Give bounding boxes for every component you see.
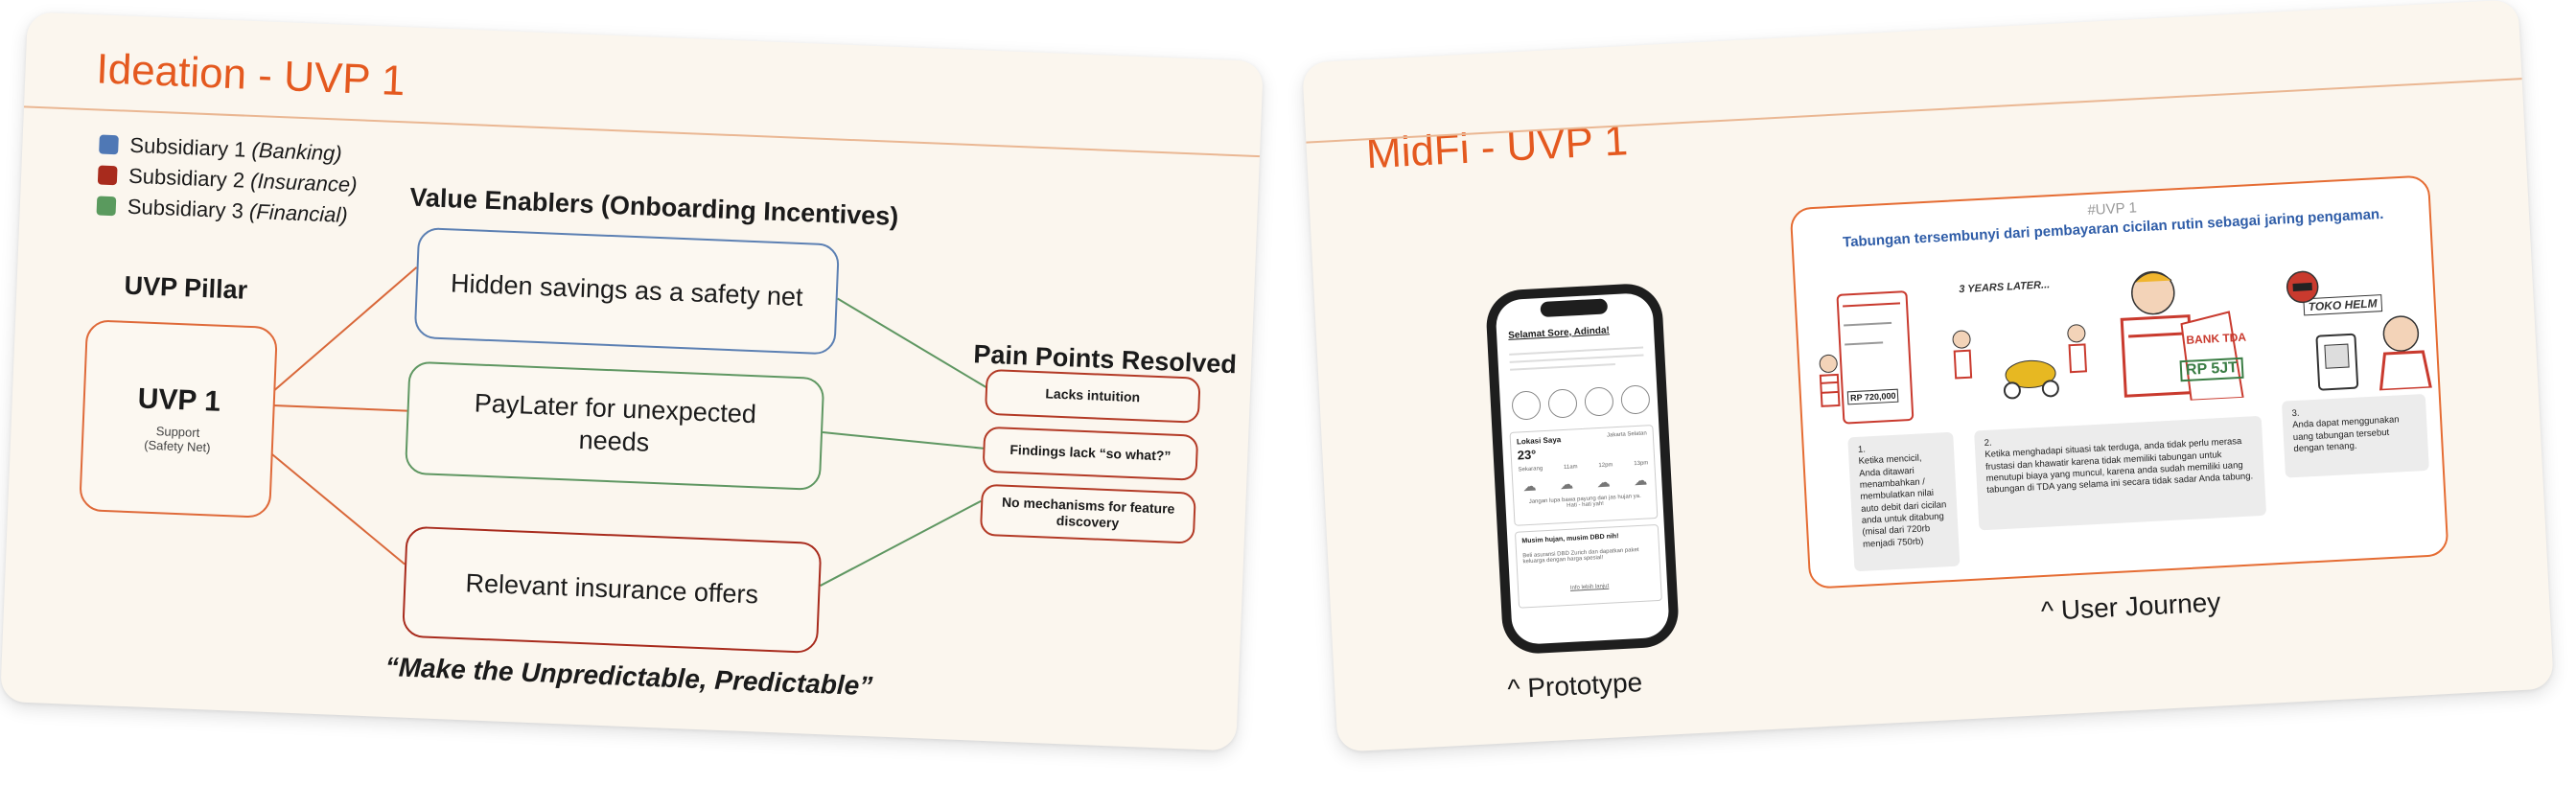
journey-step-2: 2. Ketika menghadapi situasi tak terduga… [1974,415,2267,531]
sketch-accident-scene [1952,324,2088,400]
enabler-label: Hidden savings as a safety net [450,268,804,312]
journey-step-1: 1. Ketika mencicil, Anda ditawari menamb… [1847,431,1961,572]
journey-step-text: Ketika mencicil, Anda ditawari menambahk… [1858,452,1947,550]
weather-location-label: Lokasi Saya [1516,435,1562,447]
phone-placeholder-line [1509,346,1644,356]
phone-notch [1540,298,1609,318]
connector-lines [270,266,988,587]
enabler-label: PayLater for unexpected needs [474,388,757,457]
weather-temperature: 23° [1517,447,1537,463]
sketch-stroke [1845,341,1884,346]
phone-greeting: Selamat Sore, Adinda! [1507,325,1611,341]
prototype-phone: Selamat Sore, Adinda! Lokasi Saya Jakart… [1484,282,1681,656]
weather-hour: 12pm [1598,462,1613,470]
quick-action-circle[interactable] [1584,386,1614,417]
sketch-phone-installment: RP 720,000 [1836,290,1915,425]
weather-hour: 11am [1563,464,1578,472]
weather-icons: ☁ ☁ ☁ ☁ [1522,472,1648,495]
sketch-caption: 3 YEARS LATER... [1959,279,2051,296]
phone-placeholder-line [1510,363,1615,371]
rain-cloud-icon: ☁ [1522,477,1537,495]
pain-point-so-what: Findings lack “so what?” [982,426,1199,481]
journey-step-3: 3. Anda dapat menggunakan uang tabungan … [2281,393,2429,478]
sketch-person-1 [1819,354,1841,407]
midfi-divider [1306,78,2522,144]
pain-point-feature-discovery: No mechanisms for feature discovery [979,483,1196,544]
weather-widget: Lokasi Saya Jakarta Selatan 23° Sekarang… [1509,425,1659,526]
weather-hour: 13pm [1634,460,1649,468]
midfi-card: MidFi - UVP 1 Selamat Sore, Adinda! Loka… [1302,0,2554,752]
uvp-pillar-sub2: (Safety Net) [143,437,211,455]
weather-hour: Sekarang [1518,466,1543,473]
promo-body: Beli asuransi DBD Zurich dan dapatkan pa… [1522,547,1639,566]
enabler-label: Relevant insurance offers [464,568,759,610]
prototype-caption: ^ Prototype [1506,667,1643,704]
journey-step-text: Anda dapat menggunakan uang tabungan ter… [2291,414,2400,455]
user-journey-caption: ^ User Journey [2040,587,2222,627]
sketch-helmet-shop [2286,270,2433,392]
connector-insurance-pain [820,499,982,587]
phone-placeholder-line [1509,354,1644,363]
rain-cloud-icon: ☁ [1559,475,1574,493]
connector-paylater-pain [822,431,984,450]
promo-title: Musim hujan, musim DBD nih! [1521,533,1619,545]
weather-note: Jangan lupa bawa payung dan jas hujan ya… [1528,493,1641,509]
sketch-price: RP 720,000 [1846,388,1899,405]
connector-pillar-savings [272,266,418,392]
promo-card[interactable]: Musim hujan, musim DBD nih! Beli asurans… [1514,523,1662,609]
sketch-bank-scene [2120,270,2244,402]
connector-pillar-insurance [270,452,406,566]
enabler-insurance: Relevant insurance offers [402,525,823,655]
promo-link[interactable]: Info lebih lanjut [1569,583,1610,591]
phone-screen: Selamat Sore, Adinda! Lokasi Saya Jakart… [1495,291,1670,646]
quick-action-circle[interactable] [1620,384,1651,415]
user-journey-panel: #UVP 1 Tabungan tersembunyi dari pembaya… [1789,174,2449,589]
pain-point-intuition: Lacks intuition [984,368,1201,424]
quick-action-circle[interactable] [1511,390,1542,421]
phone-quick-actions [1511,384,1651,421]
uvp-pillar-node: UVP 1 Support (Safety Net) [79,319,278,519]
rain-cloud-icon: ☁ [1596,473,1612,491]
rain-cloud-icon: ☁ [1633,472,1648,489]
uvp-pillar-title: UVP 1 [137,382,221,418]
enabler-hidden-savings: Hidden savings as a safety net [413,226,840,356]
sketch-bank-amount: RP 5JT [2179,357,2244,382]
weather-hours: Sekarang 11am 12pm 13pm [1518,460,1648,473]
sketch-stroke [1844,321,1892,327]
connector-pillar-paylater [272,404,407,412]
weather-location-city: Jakarta Selatan [1606,430,1647,439]
sketch-stroke [1843,302,1901,308]
connector-savings-pain [837,297,988,389]
ideation-card: Ideation - UVP 1 Subsidiary 1 (Banking) … [0,12,1264,751]
quick-action-circle[interactable] [1547,388,1578,419]
enabler-paylater: PayLater for unexpected needs [404,360,825,491]
